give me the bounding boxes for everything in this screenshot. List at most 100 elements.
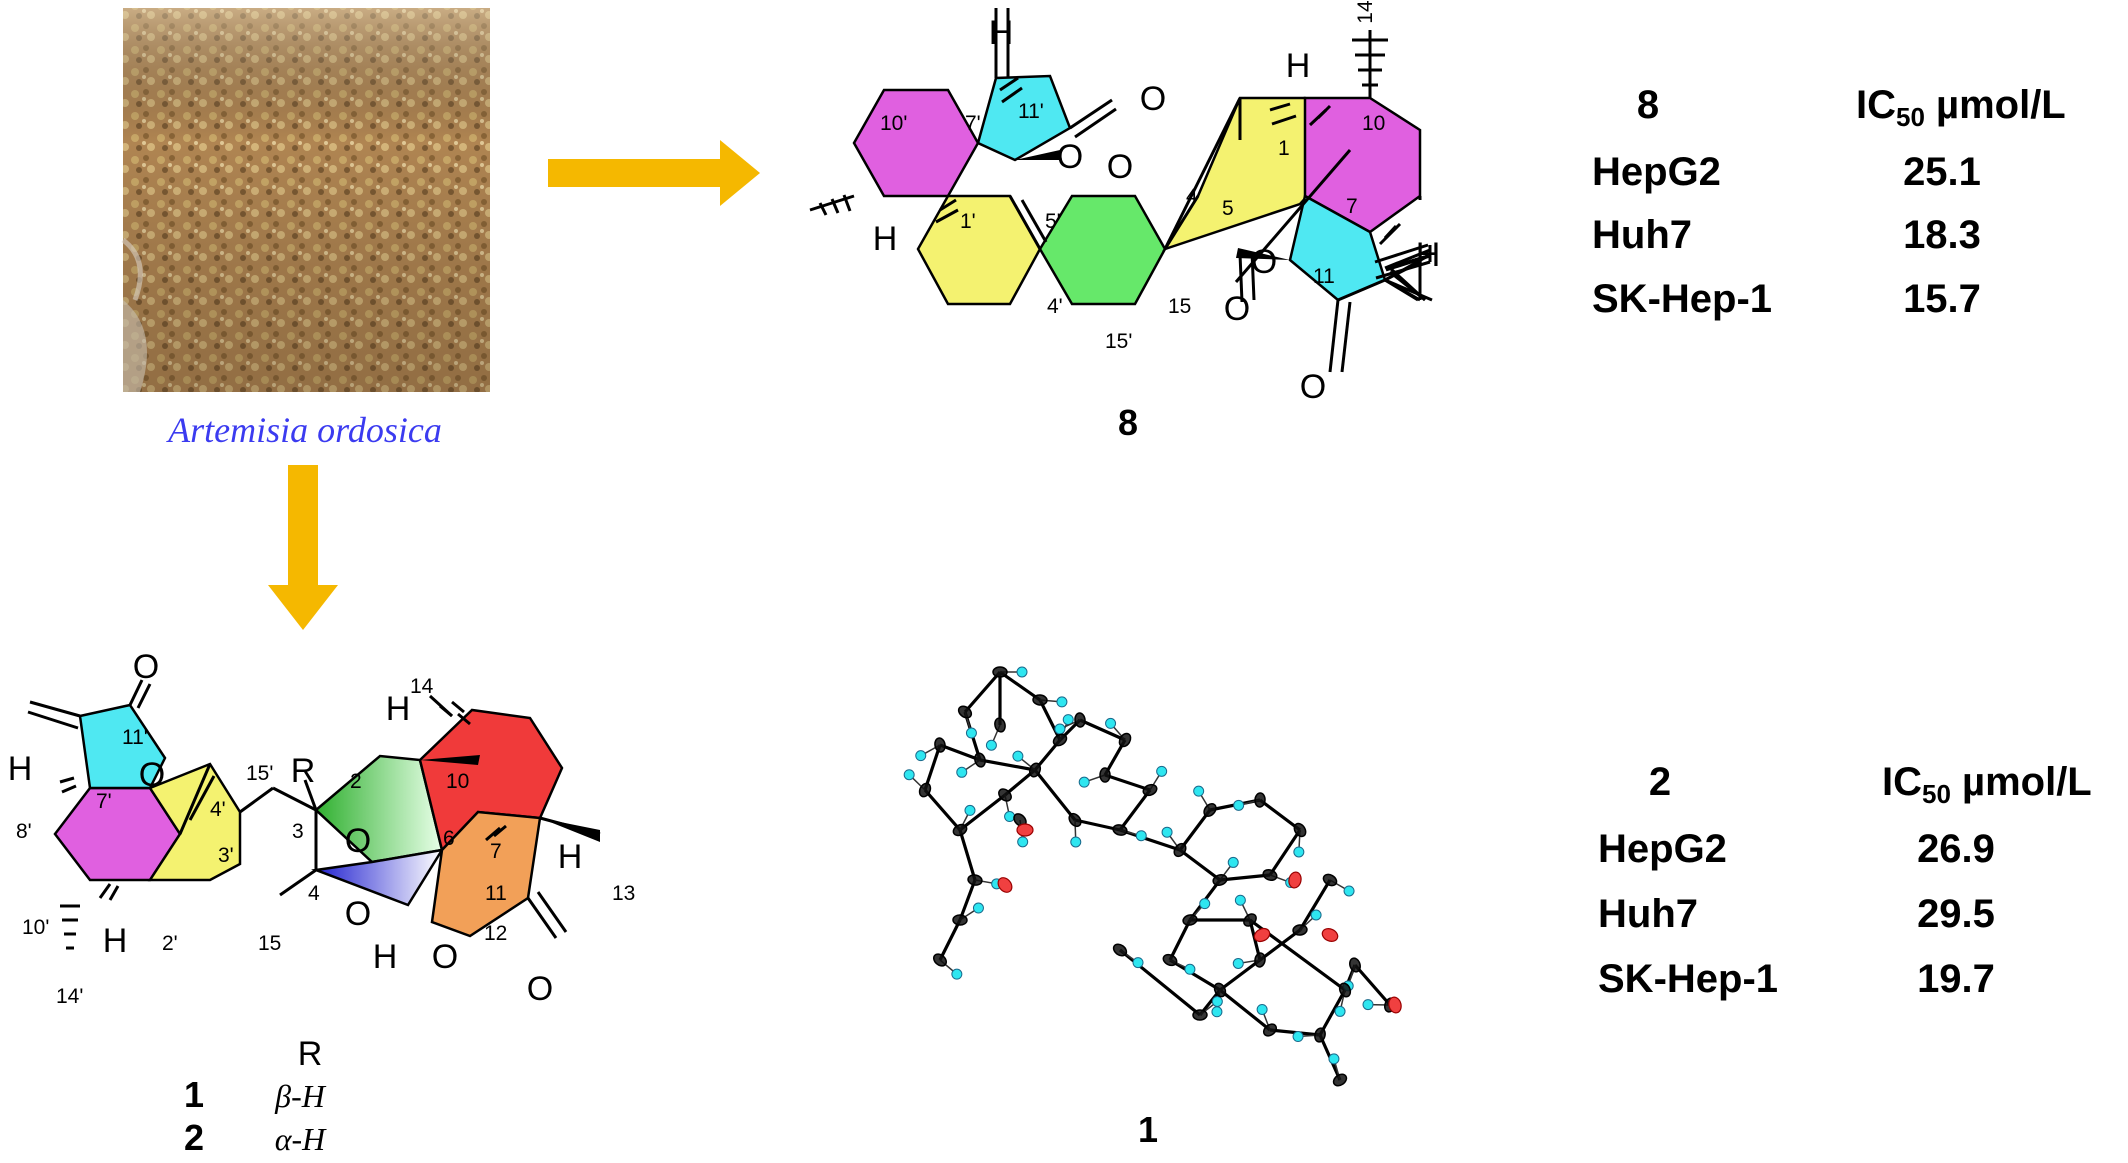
svg-text:O: O <box>139 756 165 794</box>
crystal-carbon-atom <box>952 914 968 926</box>
crystal-carbon-atom <box>1099 767 1111 783</box>
svg-text:H: H <box>103 922 128 960</box>
crystal-oxygen-atom <box>1016 823 1034 837</box>
crystal-structure-1 <box>903 666 1402 1087</box>
svg-text:13: 13 <box>612 882 635 905</box>
crystal-oxygen-atom <box>1288 871 1302 889</box>
crystal-bond <box>1219 873 1271 882</box>
crystal-carbon-atom <box>1349 957 1361 973</box>
crystal-hydrogen-atom <box>1017 836 1029 848</box>
arrow-down <box>268 465 338 630</box>
svg-text:15: 15 <box>1168 295 1191 318</box>
svg-text:HepG2: HepG2 <box>1598 827 1727 871</box>
crystal-bond <box>1033 769 1077 821</box>
svg-text:3': 3' <box>218 844 234 867</box>
crystal-hydrogen-atom <box>1184 963 1196 975</box>
crystal-hydrogen-atom <box>1234 894 1246 906</box>
crystal-oxygen-atom <box>1321 928 1339 942</box>
svg-text:2': 2' <box>162 932 178 955</box>
crystal-hydrogen-atom <box>1016 666 1028 678</box>
svg-text:11: 11 <box>1313 265 1335 288</box>
compound-1-2-structure: O O H H R H O O H O H O 14 10 7 6 11 12 … <box>8 648 636 1008</box>
table2-compound: 2 <box>1649 760 1671 804</box>
crystal-hydrogen-atom <box>1070 836 1082 848</box>
svg-text:H: H <box>1286 47 1311 85</box>
crystal-carbon-atom <box>1203 803 1217 817</box>
svg-text:11': 11' <box>1018 100 1044 123</box>
crystal-hydrogen-atom <box>1193 785 1205 797</box>
crystal-hydrogen-atom <box>1310 909 1322 921</box>
svg-text:10': 10' <box>22 916 49 939</box>
crystal-bond <box>1298 879 1332 931</box>
svg-text:12: 12 <box>484 922 507 945</box>
artemisia-photo <box>121 8 490 392</box>
crystal-hydrogen-atom <box>1328 1053 1340 1065</box>
crystal-carbon-atom <box>992 666 1008 678</box>
svg-text:O: O <box>1107 148 1133 186</box>
crystal-bond <box>1038 699 1062 741</box>
svg-text:7: 7 <box>1346 195 1358 218</box>
svg-text:4: 4 <box>1186 185 1198 208</box>
crystal-carbon-atom <box>1052 733 1068 747</box>
crystal-carbon-atom <box>1338 982 1352 998</box>
crystal-carbon-atom <box>1112 824 1128 836</box>
svg-text:O: O <box>1057 138 1083 176</box>
crystal-bond <box>1268 829 1302 876</box>
crystal-hydrogen-atom <box>1232 957 1244 969</box>
crystal-carbon-atom <box>1212 874 1228 886</box>
svg-text:14: 14 <box>1354 0 1377 24</box>
svg-text:O: O <box>527 970 553 1008</box>
crystal-carbon-atom <box>1332 1073 1348 1087</box>
svg-text:1: 1 <box>184 1074 204 1115</box>
svg-text:R: R <box>298 1035 323 1073</box>
svg-text:O: O <box>1251 243 1277 281</box>
crystal-bond <box>1079 718 1126 742</box>
species-caption: Artemisia ordosica <box>166 410 442 450</box>
svg-text:11: 11 <box>485 882 507 905</box>
ring-magenta-left <box>852 88 980 198</box>
svg-text:H: H <box>1416 236 1441 274</box>
crystal-hydrogen-atom <box>1256 1003 1268 1015</box>
svg-text:H: H <box>558 838 583 876</box>
crystal-bond <box>1118 948 1202 1017</box>
svg-text:β-H: β-H <box>274 1078 327 1114</box>
crystal-hydrogen-atom <box>1199 898 1211 910</box>
crystal-bond <box>1219 958 1261 992</box>
crystal-carbon-atom <box>1293 822 1307 838</box>
crystal-hydrogen-atom <box>964 804 976 816</box>
crystal-carbon-atom <box>1112 943 1128 957</box>
svg-text:H: H <box>8 750 33 788</box>
svg-text:11': 11' <box>122 726 148 749</box>
crystal-hydrogen-atom <box>1362 999 1374 1011</box>
svg-text:7: 7 <box>490 840 502 863</box>
crystal-hydrogen-atom <box>1293 846 1305 858</box>
crystal-oxygen-atom <box>1253 927 1271 943</box>
ring-yellow-left <box>916 194 1042 306</box>
svg-text:15: 15 <box>258 932 281 955</box>
crystal-hydrogen-atom <box>1227 856 1239 868</box>
crystal-hydrogen-atom <box>985 739 997 751</box>
svg-text:O: O <box>133 648 159 686</box>
crystal-hydrogen-atom <box>1161 826 1173 838</box>
crystal-label: 1 <box>1138 1109 1158 1150</box>
crystal-carbon-atom <box>1173 842 1187 858</box>
crystal-bond <box>958 829 977 881</box>
crystal-hydrogen-atom <box>1135 830 1147 842</box>
table8-header: IC50 µmol/L <box>1856 83 2066 132</box>
ring-cyan-12 <box>78 703 167 790</box>
crystal-bond <box>923 788 962 832</box>
crystal-bond <box>1318 989 1347 1036</box>
crystal-carbon-atom <box>1028 762 1042 778</box>
svg-text:4': 4' <box>1047 295 1063 318</box>
svg-text:5': 5' <box>1045 210 1061 233</box>
crystal-carbon-atom <box>934 737 946 753</box>
svg-text:15': 15' <box>1105 330 1132 353</box>
svg-text:15': 15' <box>246 762 273 785</box>
svg-text:1': 1' <box>960 210 976 233</box>
svg-text:1: 1 <box>1278 137 1290 160</box>
crystal-carbon-atom <box>1162 953 1178 967</box>
crystal-bond <box>979 758 1036 772</box>
arrow-right <box>548 140 760 206</box>
svg-text:O: O <box>345 895 371 933</box>
